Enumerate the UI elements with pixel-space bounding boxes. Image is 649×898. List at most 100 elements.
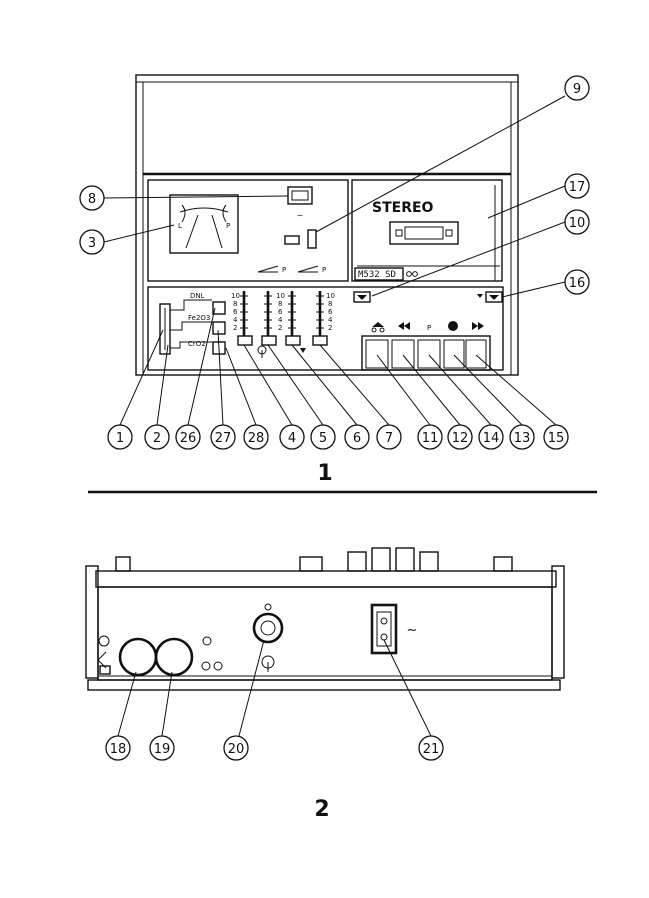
figure-2-caption: 2	[314, 797, 329, 822]
slider-knob-4[interactable]	[237, 335, 253, 346]
level-ramp-left: P	[257, 265, 286, 274]
slider-knob-7[interactable]	[312, 335, 328, 346]
leader-lines-fig1	[103, 95, 566, 426]
svg-text:26: 26	[180, 431, 197, 446]
svg-text:6: 6	[353, 431, 361, 446]
svg-text:19: 19	[154, 742, 171, 757]
callout-16: 16	[564, 269, 590, 295]
rear-panel: ~	[85, 547, 565, 691]
stop-key[interactable]	[443, 339, 465, 369]
scale1-tick-10: 10	[231, 292, 240, 300]
power-switch[interactable]	[287, 186, 313, 205]
slider-knob-6[interactable]	[285, 335, 301, 346]
svg-text:13: 13	[514, 431, 531, 446]
cassette-window	[389, 221, 459, 245]
svg-text:18: 18	[110, 742, 127, 757]
tape-label-fe2o3: Fe2O3	[188, 314, 210, 322]
tape-label-cro2: CrO2	[188, 340, 206, 348]
headphone-icon-rear	[261, 655, 275, 672]
callout-9: 9	[564, 75, 590, 101]
svg-text:21: 21	[423, 742, 440, 757]
svg-text:17: 17	[569, 180, 586, 195]
callout-19: 19	[149, 735, 175, 761]
rewind-key[interactable]	[391, 339, 415, 369]
svg-text:11: 11	[422, 431, 439, 446]
headphone-socket[interactable]	[252, 612, 284, 644]
fe2o3-button[interactable]	[212, 321, 226, 335]
svg-text:27: 27	[215, 431, 232, 446]
slider-knob-5[interactable]	[261, 335, 277, 346]
svg-text:3: 3	[88, 236, 96, 251]
svg-text:9: 9	[573, 82, 581, 97]
callout-13: 13	[509, 424, 535, 450]
speaker-icon	[300, 348, 306, 353]
callout-20: 20	[223, 735, 249, 761]
model-label: M532 SD	[358, 270, 396, 280]
scale1-tick-8: 8	[233, 300, 237, 308]
svg-text:2: 2	[153, 431, 161, 446]
callout-27: 27	[210, 424, 236, 450]
svg-text:10: 10	[569, 216, 586, 231]
scale1-tick-6: 6	[233, 308, 238, 316]
transport-keys	[361, 335, 491, 371]
scale3-tick-8: 8	[328, 300, 332, 308]
scale2-tick-2: 2	[278, 324, 282, 332]
callout-3: 3	[79, 229, 105, 255]
level-label-right: P	[322, 266, 326, 274]
rewind-icon	[398, 322, 410, 330]
scale1-tick-4: 4	[233, 316, 238, 324]
dnl-button[interactable]	[212, 301, 226, 315]
play-key[interactable]	[417, 339, 441, 369]
control-strip	[147, 286, 504, 371]
record-key[interactable]	[365, 339, 389, 369]
level-label-left: P	[282, 266, 286, 274]
scale3-tick-10: 10	[326, 292, 335, 300]
stereo-label: STEREO	[372, 200, 434, 216]
scale2-tick-8: 8	[278, 300, 282, 308]
fast-forward-key[interactable]	[465, 339, 487, 369]
scale2-tick-4: 4	[278, 316, 283, 324]
scale1-tick-2: 2	[233, 324, 237, 332]
callout-10: 10	[564, 209, 590, 235]
din-socket-19[interactable]	[154, 637, 194, 677]
record-level-knob[interactable]	[307, 229, 317, 249]
model-plate	[354, 267, 404, 281]
callout-4: 4	[279, 424, 305, 450]
callout-12: 12	[447, 424, 473, 450]
svg-text:20: 20	[228, 742, 245, 757]
mains-socket[interactable]	[370, 603, 398, 655]
radio-icon	[97, 651, 111, 675]
callout-14: 14	[478, 424, 504, 450]
din-socket-18[interactable]	[118, 637, 158, 677]
mains-symbol-rear: ~	[407, 623, 418, 638]
callout-28: 28	[243, 424, 269, 450]
eject-key-left[interactable]	[353, 291, 371, 303]
callout-5: 5	[310, 424, 336, 450]
svg-text:7: 7	[385, 431, 393, 446]
callout-21: 21	[418, 735, 444, 761]
scale2-tick-10: 10	[276, 292, 285, 300]
svg-text:1: 1	[116, 431, 124, 446]
callout-18: 18	[105, 735, 131, 761]
eject-key-right[interactable]	[485, 291, 503, 303]
leader-lines-fig2	[117, 639, 432, 737]
svg-text:16: 16	[569, 276, 586, 291]
meter-section	[147, 179, 349, 282]
scale3-tick-2: 2	[328, 324, 332, 332]
cassette-compartment	[351, 179, 503, 282]
level-ramp-right: P	[297, 265, 326, 274]
figure-1-caption: 1	[317, 461, 332, 486]
svg-text:28: 28	[248, 431, 265, 446]
callout-1: 1	[107, 424, 133, 450]
slider-scales: 10 8 6 4 2 10 8 6 4 2 10 8 6 4 2	[231, 291, 335, 336]
vu-meter: L P	[169, 194, 239, 254]
mains-symbol: ~	[297, 211, 304, 220]
callout-26: 26	[175, 424, 201, 450]
callout-7: 7	[376, 424, 402, 450]
svg-text:4: 4	[288, 431, 296, 446]
scale2-tick-6: 6	[278, 308, 283, 316]
eject-symbol	[477, 294, 483, 298]
callout-11: 11	[417, 424, 443, 450]
tape-icon-rear	[201, 661, 223, 671]
